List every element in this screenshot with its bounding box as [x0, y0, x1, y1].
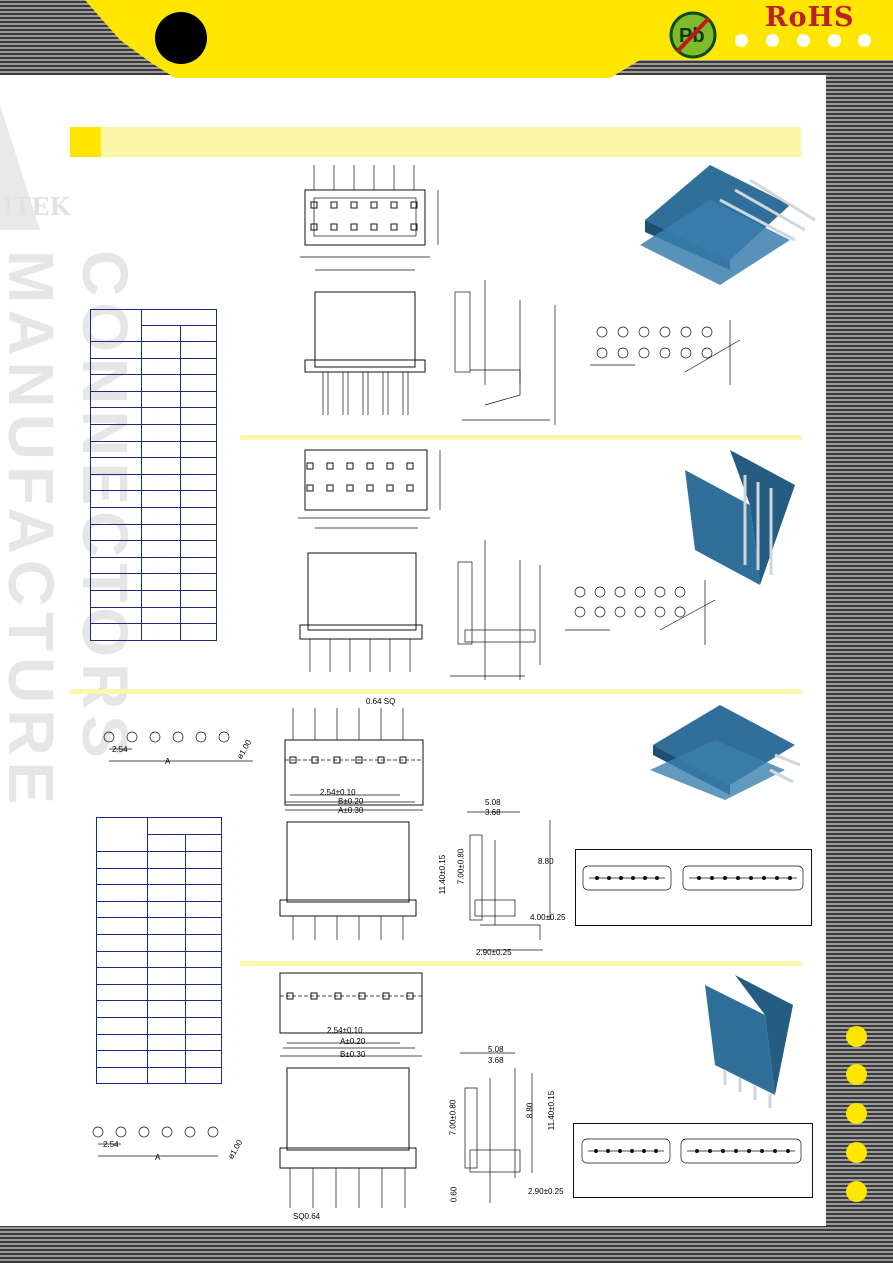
top-view-2: [298, 449, 441, 529]
s4-w1: 5.08: [488, 1045, 504, 1054]
s3-sq-label: 0.64 SQ: [366, 697, 396, 706]
page-dot-2: [846, 1064, 867, 1085]
header-yellow-band: [85, 0, 893, 78]
page-dot-3: [846, 1103, 867, 1124]
s3-w1: 5.08: [485, 798, 501, 807]
drawing-section-2: [298, 449, 795, 680]
header-dot-5: [858, 34, 871, 47]
s4-pitch-label: 2.54: [103, 1140, 119, 1149]
front-view-4: [279, 1067, 417, 1208]
front-view-1: [304, 291, 426, 415]
page-dot-1: [846, 1026, 867, 1047]
s4-b-tol: B±0.30: [340, 1050, 366, 1059]
s4-h1: 11.40±0.15: [547, 1090, 557, 1131]
s4-h6: 0.60: [449, 1186, 459, 1203]
s3-h5: 2.90±0.25: [476, 948, 512, 957]
connector-3d-3: [650, 705, 801, 800]
top-view-4: [279, 972, 423, 1057]
s4-h2: 7.00±0.80: [448, 1099, 458, 1136]
s3-a-tol: A±0.30: [338, 806, 364, 815]
bottom-stripes: [0, 1226, 893, 1263]
title-bar: [70, 127, 801, 157]
connector-3d-2: [685, 450, 795, 585]
pcb-outline-3: [582, 865, 804, 891]
pcb-outline-box-3: [575, 849, 812, 926]
side-view-4: [460, 1052, 533, 1203]
s3-pitch-label: 2.54: [112, 745, 128, 754]
footprint-4: [92, 1126, 219, 1157]
rohs-label: RoHS: [765, 2, 855, 33]
s3-h2: 7.00±0.80: [456, 848, 466, 885]
title-bar-square: [70, 127, 101, 157]
top-view-1: [300, 165, 439, 271]
s4-sq: SQ0.64: [293, 1212, 321, 1221]
hole-pattern-2: [565, 580, 716, 645]
drawing-section-4: [279, 972, 533, 1208]
spec-table-2: [96, 817, 222, 1085]
s3-b-tol: B±0.20: [338, 797, 364, 806]
s4-pitch-tol: 2.54±0.10: [327, 1026, 363, 1035]
s3-h1: 11.40±0.15: [438, 854, 448, 895]
side-view-3: [467, 811, 551, 951]
page-dot-4: [846, 1142, 867, 1163]
s4-w2: 3.68: [488, 1056, 504, 1065]
logo-text: ITEK: [2, 192, 71, 221]
front-view-2: [299, 552, 423, 672]
s3-length-label: A: [165, 757, 171, 766]
header-black-circle: [155, 12, 207, 64]
s4-h5: 2.90±0.25: [528, 1187, 564, 1196]
header-dot-3: [797, 34, 810, 47]
s3-w2: 3.68: [485, 808, 501, 817]
s3-h4: 4.00±0.25: [530, 913, 566, 922]
logo-watermark: [0, 105, 40, 230]
page-dot-5: [846, 1181, 867, 1202]
connector-3d-4: [705, 975, 793, 1108]
s3-h3: 8.80: [538, 857, 554, 866]
drawing-section-1: [300, 165, 816, 425]
pcb-outline-box-4: [573, 1123, 813, 1198]
separator-3: [240, 961, 801, 966]
hole-pattern-1: [590, 320, 741, 385]
header-dot-4: [828, 34, 841, 47]
footprint-3: [103, 731, 253, 762]
front-view-3: [279, 821, 417, 940]
separator-1: [240, 435, 801, 440]
pb-free-icon: Pb: [668, 10, 718, 60]
connector-3d-1: [640, 165, 816, 285]
s3-pitch-tol: 2.54±0.10: [320, 788, 356, 797]
top-view-3: [284, 708, 424, 811]
drawing-section-3: [279, 708, 551, 951]
separator-2: [70, 689, 801, 694]
pcb-outline-4: [581, 1138, 802, 1164]
right-stripes: [826, 68, 893, 1263]
s4-a-tol: A±0.20: [340, 1037, 366, 1046]
s4-h3: 8.80: [525, 1102, 535, 1119]
spec-table-1: [90, 309, 217, 641]
s4-length-label: A: [155, 1153, 161, 1162]
side-view-2: [450, 540, 541, 680]
header-dot-1: [735, 34, 748, 47]
side-view-1: [454, 280, 556, 425]
header-dot-2: [766, 34, 779, 47]
